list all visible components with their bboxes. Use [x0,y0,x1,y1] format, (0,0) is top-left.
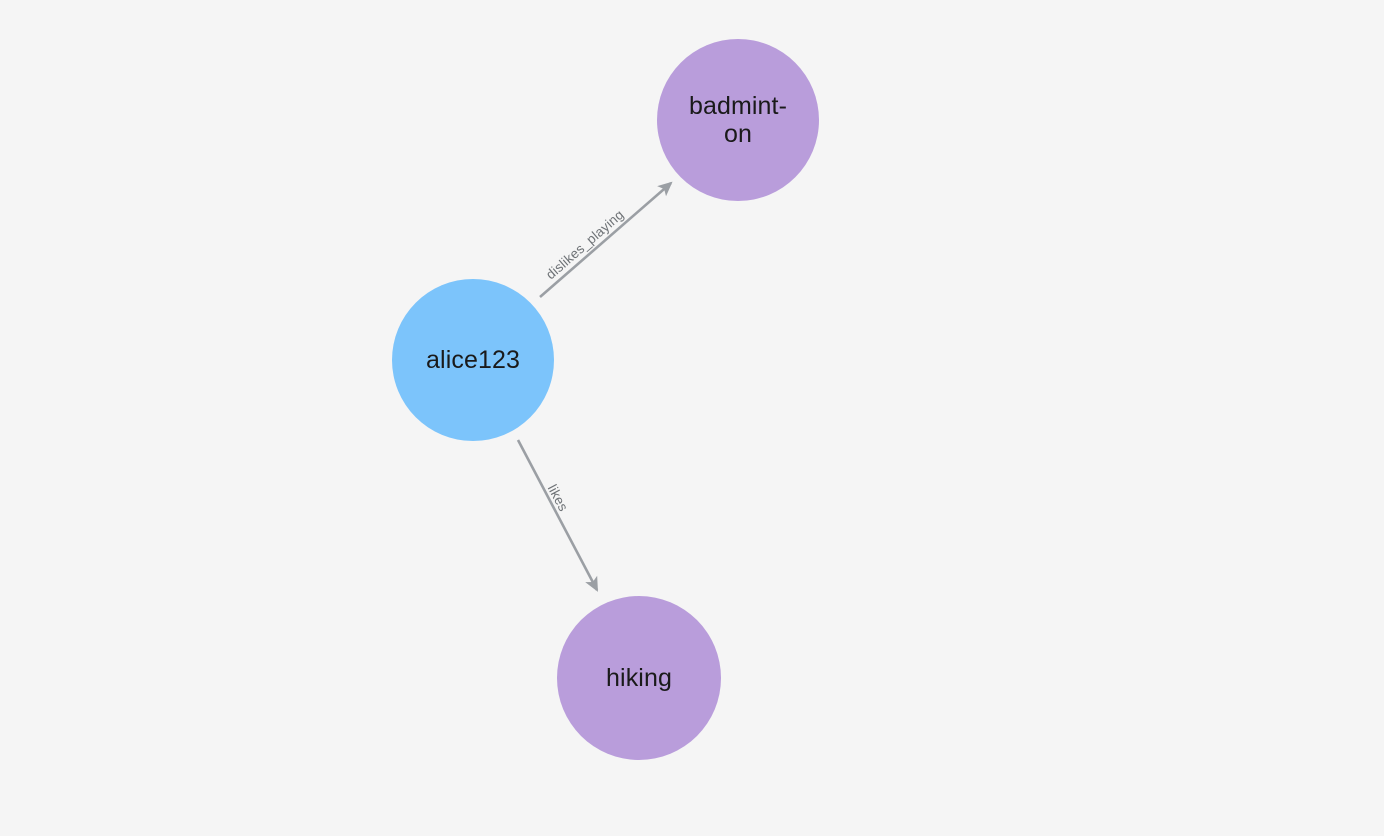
graph-node-badminton[interactable]: badmint- on [657,39,819,201]
graph-node-label-alice123: alice123 [426,346,520,374]
graph-node-label-badminton: badmint- on [688,92,788,148]
edge-alice123-badminton[interactable] [539,181,673,298]
graph-node-label-hiking: hiking [606,664,672,692]
edge-alice123-hiking[interactable] [516,439,599,592]
graph-node-alice123[interactable]: alice123 [392,279,554,441]
graph-node-hiking[interactable]: hiking [557,596,721,760]
